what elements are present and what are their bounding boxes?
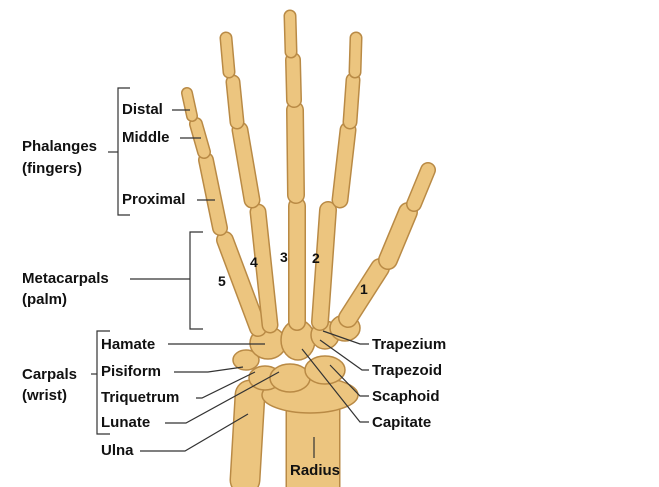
leader-triquetrum — [196, 371, 256, 399]
label-trapezoid: Trapezoid — [372, 362, 443, 379]
phalanges-subtitle: (fingers) — [22, 160, 82, 177]
middle-phalanx-4 — [227, 76, 243, 128]
leader-trapezium — [322, 330, 369, 345]
metacarpal-number-4: 4 — [250, 254, 258, 270]
proximal-phalanx-2 — [333, 123, 355, 207]
scaphoid-bone — [304, 355, 346, 385]
metacarpal-number-3: 3 — [280, 249, 288, 265]
proximal-phalanx-3 — [287, 102, 304, 203]
distal-phalanx-1 — [407, 163, 435, 211]
leader-lines — [91, 87, 369, 458]
leader-scaphoid — [329, 364, 369, 397]
metacarpal-1 — [339, 259, 389, 327]
label-distal: Distal — [122, 101, 163, 118]
ulna-bone — [231, 381, 264, 487]
label-trapezium: Trapezium — [372, 336, 447, 353]
pisiform-bone — [232, 349, 260, 371]
label-scaphoid: Scaphoid — [372, 388, 440, 405]
metacarpal-4 — [251, 205, 277, 332]
metacarpal-number-1: 1 — [360, 281, 368, 297]
metacarpal-5 — [217, 232, 266, 336]
middle-phalanx-3 — [286, 53, 301, 107]
proximal-phalanx-1 — [379, 203, 417, 269]
metacarpals-title: Metacarpals — [22, 270, 109, 287]
leader-lunate — [165, 371, 280, 424]
label-capitate: Capitate — [372, 414, 432, 431]
distal-phalanx-5 — [182, 88, 197, 121]
leader-pisiform — [174, 366, 244, 373]
metacarpal-number-5: 5 — [218, 273, 226, 289]
leader-ulna — [140, 413, 249, 452]
label-ulna: Ulna — [101, 442, 134, 459]
distal-phalanx-2 — [350, 33, 361, 77]
proximal-phalanx-4 — [233, 123, 259, 207]
label-radius: Radius — [290, 462, 341, 479]
metacarpals-bracket — [189, 231, 203, 330]
phalanges-title: Phalanges — [22, 138, 98, 155]
label-middle: Middle — [122, 129, 170, 146]
carpals-title: Carpals — [22, 366, 78, 383]
middle-phalanx-2 — [344, 74, 359, 128]
label-proximal: Proximal — [122, 191, 186, 208]
metacarpal-number-2: 2 — [312, 250, 320, 266]
metacarpals-subtitle: (palm) — [22, 291, 67, 308]
carpals-subtitle: (wrist) — [22, 387, 67, 404]
label-triquetrum: Triquetrum — [101, 389, 180, 406]
proximal-phalanx-5 — [199, 153, 227, 235]
carpals-bracket — [96, 330, 110, 435]
distal-phalanx-3 — [285, 11, 296, 57]
distal-phalanx-4 — [221, 33, 234, 77]
label-lunate: Lunate — [101, 414, 151, 431]
metacarpal-2 — [312, 202, 336, 330]
leader-capitate — [301, 348, 369, 423]
label-pisiform: Pisiform — [101, 363, 162, 380]
lunate-bone — [269, 363, 311, 393]
label-hamate: Hamate — [101, 336, 156, 353]
leader-trapezoid — [319, 339, 369, 371]
